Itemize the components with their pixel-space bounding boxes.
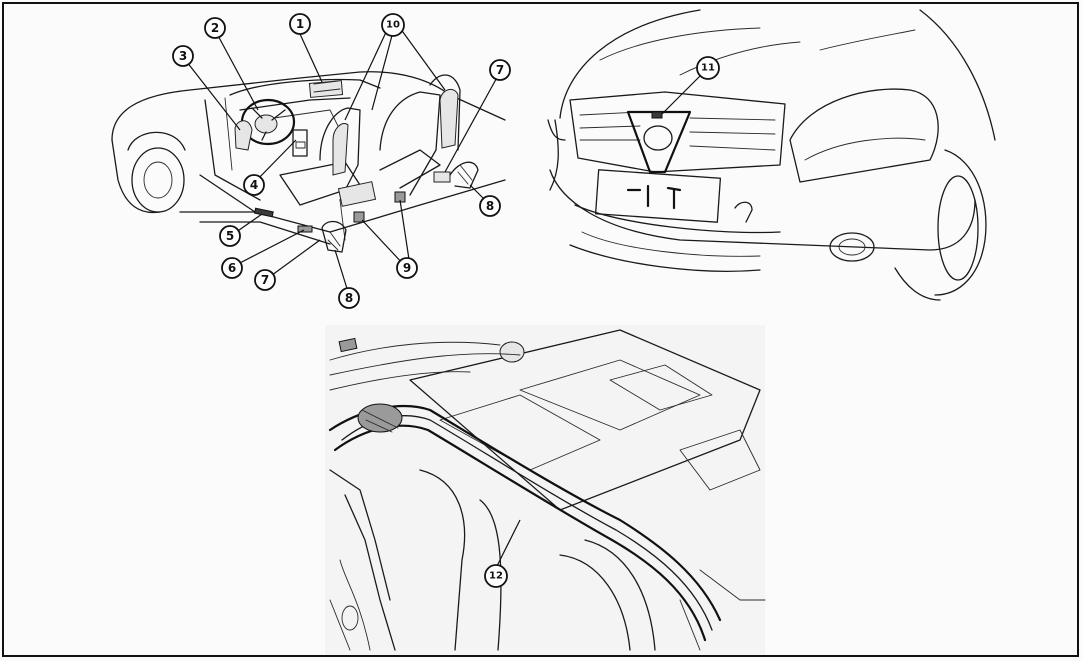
svg-text:10: 10 [386,20,400,31]
svg-text:11: 11 [701,63,715,74]
svg-text:4: 4 [250,178,258,192]
svg-text:9: 9 [403,261,411,275]
svg-text:8: 8 [345,291,353,305]
interior-cutaway-view [111,71,506,253]
callout-7-lower: 7 [254,269,276,291]
svg-text:7: 7 [496,63,504,77]
svg-text:12: 12 [489,571,503,582]
callout-4: 4 [243,174,265,196]
callout-2: 2 [204,17,226,39]
vehicle-front-view [547,9,996,301]
svg-text:3: 3 [179,49,187,63]
svg-text:7: 7 [261,273,269,287]
callout-1: 1 [289,13,311,35]
callout-9: 9 [396,257,418,279]
callout-8-right: 8 [479,195,501,217]
svg-text:6: 6 [228,261,236,275]
interior-leader-lines [182,27,501,296]
callout-8-lower: 8 [338,287,360,309]
svg-text:5: 5 [226,229,234,243]
callout-3: 3 [172,45,194,67]
callout-10: 10 [381,13,405,37]
svg-text:2: 2 [211,21,219,35]
svg-text:8: 8 [486,199,494,213]
curtain-airbag-view [325,325,766,655]
callout-12: 12 [484,564,508,588]
callout-11: 11 [696,56,720,80]
front-leader-lines [661,75,701,115]
curtain-leader-lines [496,519,521,567]
callout-6: 6 [221,257,243,279]
callout-5: 5 [219,225,241,247]
svg-text:1: 1 [296,17,304,31]
callout-7-upper: 7 [489,59,511,81]
